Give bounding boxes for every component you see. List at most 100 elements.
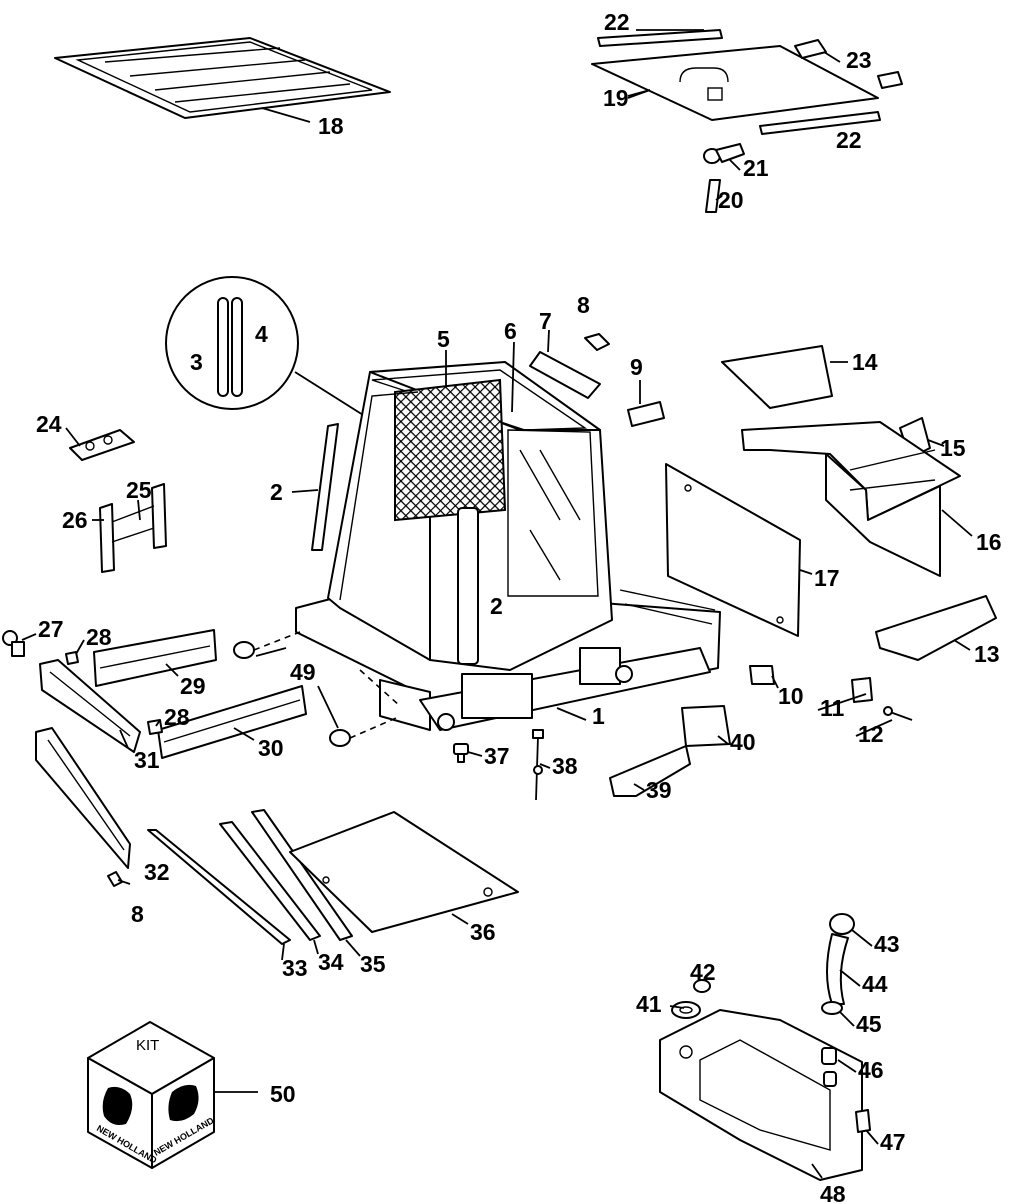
callout-14: 14 [852, 349, 878, 375]
callout-18: 18 [318, 113, 344, 139]
callout-28b: 28 [164, 704, 190, 730]
strip-33 [147, 829, 291, 945]
callout-16: 16 [976, 529, 1002, 555]
panel-14 [721, 345, 848, 409]
callout-45: 45 [856, 1011, 882, 1037]
plate-39 [609, 745, 691, 797]
cap-43 [829, 913, 855, 935]
floor-panel-36 [289, 811, 519, 933]
strip-35 [251, 809, 353, 941]
callout-7: 7 [539, 308, 552, 334]
callout-30: 30 [258, 735, 284, 761]
callout-31: 31 [134, 747, 160, 773]
rod-38 [532, 729, 544, 801]
callout-50: 50 [270, 1081, 296, 1107]
callout-15: 15 [940, 435, 966, 461]
callout-22b: 22 [836, 127, 862, 153]
floor-plate-19 [591, 45, 879, 121]
callout-42: 42 [690, 959, 716, 985]
leader-lines [21, 51, 893, 1145]
plate-24 [69, 429, 135, 461]
mesh-screen-5 [394, 378, 507, 522]
post-2-left [291, 423, 339, 551]
roof-panel-18 [54, 37, 391, 123]
callout-2a: 2 [270, 479, 283, 505]
callout-41: 41 [636, 991, 662, 1017]
callout-27: 27 [38, 616, 64, 642]
callout-23: 23 [846, 47, 872, 73]
callout-21: 21 [743, 155, 769, 181]
panel-17 [665, 463, 813, 637]
new-holland-logo-right [168, 1084, 199, 1122]
callout-9: 9 [630, 354, 643, 380]
panel-31 [39, 659, 141, 753]
callout-5: 5 [437, 326, 450, 352]
flange-41 [671, 1001, 701, 1019]
callout-38: 38 [552, 753, 578, 779]
callout-47: 47 [880, 1129, 906, 1155]
rail-29 [93, 629, 217, 687]
callout-44: 44 [862, 971, 888, 997]
clip-8-bottom [107, 871, 123, 887]
kit-label: KIT [136, 1037, 159, 1054]
detail-circle [165, 276, 391, 433]
callout-40: 40 [730, 729, 756, 755]
bracket-11 [851, 677, 873, 703]
callout-28a: 28 [86, 624, 112, 650]
callout-labels: 1 2 2 3 4 5 6 7 8 8 9 10 11 12 13 14 15 … [36, 9, 1002, 1204]
callout-1: 1 [592, 703, 605, 729]
strip-22-top [597, 29, 723, 47]
caps-49 [233, 631, 401, 747]
nut-42 [693, 979, 711, 993]
pin-12 [883, 706, 913, 721]
callout-2b: 2 [490, 593, 503, 619]
callout-20: 20 [718, 187, 744, 213]
callout-8b: 8 [131, 901, 144, 927]
callout-3: 3 [190, 349, 203, 375]
callout-8a: 8 [577, 292, 590, 318]
callout-33: 33 [282, 955, 308, 981]
tank-48 [659, 1009, 863, 1181]
callout-39: 39 [646, 777, 672, 803]
fitting-47 [855, 1109, 871, 1133]
callout-6: 6 [504, 318, 517, 344]
callout-19: 19 [603, 85, 629, 111]
plug-27 [2, 630, 25, 657]
cab-frame [295, 341, 721, 731]
clamp-45 [821, 1001, 843, 1015]
kit-box: KIT NEW HOLLAND NEW HOLLAND [87, 1021, 258, 1169]
clip-8-top [584, 333, 610, 351]
panel-13 [875, 595, 997, 661]
bracket-7 [529, 329, 601, 399]
callout-25: 25 [126, 477, 152, 503]
new-holland-logo-left [102, 1086, 133, 1125]
callout-36: 36 [470, 919, 496, 945]
callout-22a: 22 [604, 9, 630, 35]
bracket-9 [627, 380, 665, 427]
callout-13: 13 [974, 641, 1000, 667]
callout-49: 49 [290, 659, 316, 685]
latch-21 [703, 143, 745, 164]
callout-17: 17 [814, 565, 840, 591]
callout-46: 46 [858, 1057, 884, 1083]
callout-43: 43 [874, 931, 900, 957]
callout-26: 26 [62, 507, 88, 533]
callout-29: 29 [180, 673, 206, 699]
bracket-10 [749, 665, 779, 689]
callout-35: 35 [360, 951, 386, 977]
callout-34: 34 [318, 949, 344, 975]
clip-23 [794, 39, 903, 89]
guard-16 [741, 421, 973, 577]
panel-32 [35, 727, 131, 869]
pin-20 [705, 179, 721, 213]
clip-28-top [65, 651, 79, 665]
callout-32: 32 [144, 859, 170, 885]
pipe-44 [826, 933, 849, 1005]
callout-10: 10 [778, 683, 804, 709]
rail-30 [157, 685, 307, 759]
callout-24: 24 [36, 411, 62, 437]
clip-28-bottom [147, 719, 163, 735]
strip-22-bottom [759, 111, 881, 135]
callout-48: 48 [820, 1181, 846, 1204]
